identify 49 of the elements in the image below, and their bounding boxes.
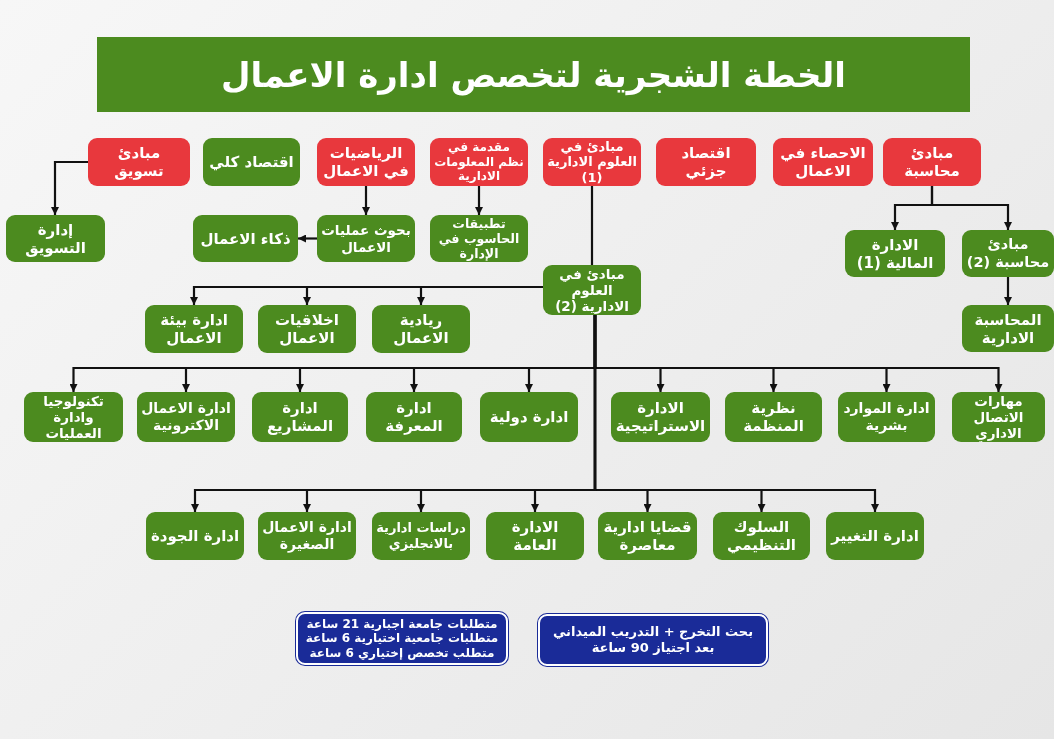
course-box: مبادئ تسويق [88,138,190,186]
course-box: اخلاقيات الاعمال [258,305,356,353]
arrow [190,285,543,305]
course-box: الادارة المالية (1) [845,230,945,277]
course-box: ادارة التغيير [826,512,924,560]
course-box: اقتصاد كلي [203,138,300,186]
arrow [298,234,317,243]
course-box: ادارة الاعمال الاكترونية [137,392,235,442]
course-box: ادارة الجودة [146,512,244,560]
course-box: ادارة بيئة الاعمال [145,305,243,353]
course-box: ادارة المشاريع [252,392,348,442]
note-line: متطلب تخصص إختياري 6 ساعة [309,645,495,661]
course-box: مبادئ محاسبة (2) [962,230,1054,277]
course-box: مقدمة في نظم المعلومات الادارية [430,138,528,186]
course-box: قضايا ادارية معاصرة [598,512,697,560]
course-box: ادارة الموارد بشرية [838,392,935,442]
course-box: نظرية المنظمة [725,392,822,442]
connector-line [590,186,594,265]
course-box: مهارات الاتصال الاداري [952,392,1045,442]
course-box: بحوث عمليات الاعمال [317,215,415,262]
course-box: تكنولوجيا وادارة العمليات [24,392,123,442]
course-box: مبادئ محاسبة [883,138,981,186]
course-box: دراسات ادارية بالانجليزي [372,512,470,560]
arrow [891,186,934,230]
course-box: ادارة المعرفة [366,392,462,442]
note-box: بحث التخرج + التدريب الميداني بعد اجتياز 90 ساعة [538,614,768,666]
course-box: ريادية الاعمال [372,305,470,353]
course-box: مبادئ في العلوم الادارية (1) [543,138,641,186]
course-box: الادارة الاستراتيجية [611,392,710,442]
title-banner: الخطة الشجرية لتخصص ادارة الاعمال [97,37,970,112]
arrow [51,160,88,215]
course-box: تطبيقات الحاسوب في الإدارة [430,215,528,262]
course-box: الاحصاء في الاعمال [773,138,873,186]
course-box: الرياضيات في الاعمال [317,138,415,186]
note-line: متطلبات جامعة اجبارية 21 ساعة [306,616,498,632]
course-box: ذكاء الاعمال [193,215,298,262]
course-box: اقتصاد جزئي [656,138,756,186]
note-box [296,612,508,665]
course-box: المحاسبة الادارية [962,305,1054,352]
course-box: الادارة العامة [486,512,584,560]
arrow [1004,277,1012,305]
course-box: السلوك التنظيمي [713,512,810,560]
note-line: متطلبات جامعية اختيارية 6 ساعة [305,631,499,646]
course-box: ادارة الاعمال الصغيرة [258,512,356,560]
arrow [362,186,370,215]
course-box: مبادئ في العلوم الادارية (2) [543,265,641,315]
course-box: إدارة التسويق [6,215,105,262]
arrow [475,186,483,215]
course-box: ادارة دولية [480,392,578,442]
